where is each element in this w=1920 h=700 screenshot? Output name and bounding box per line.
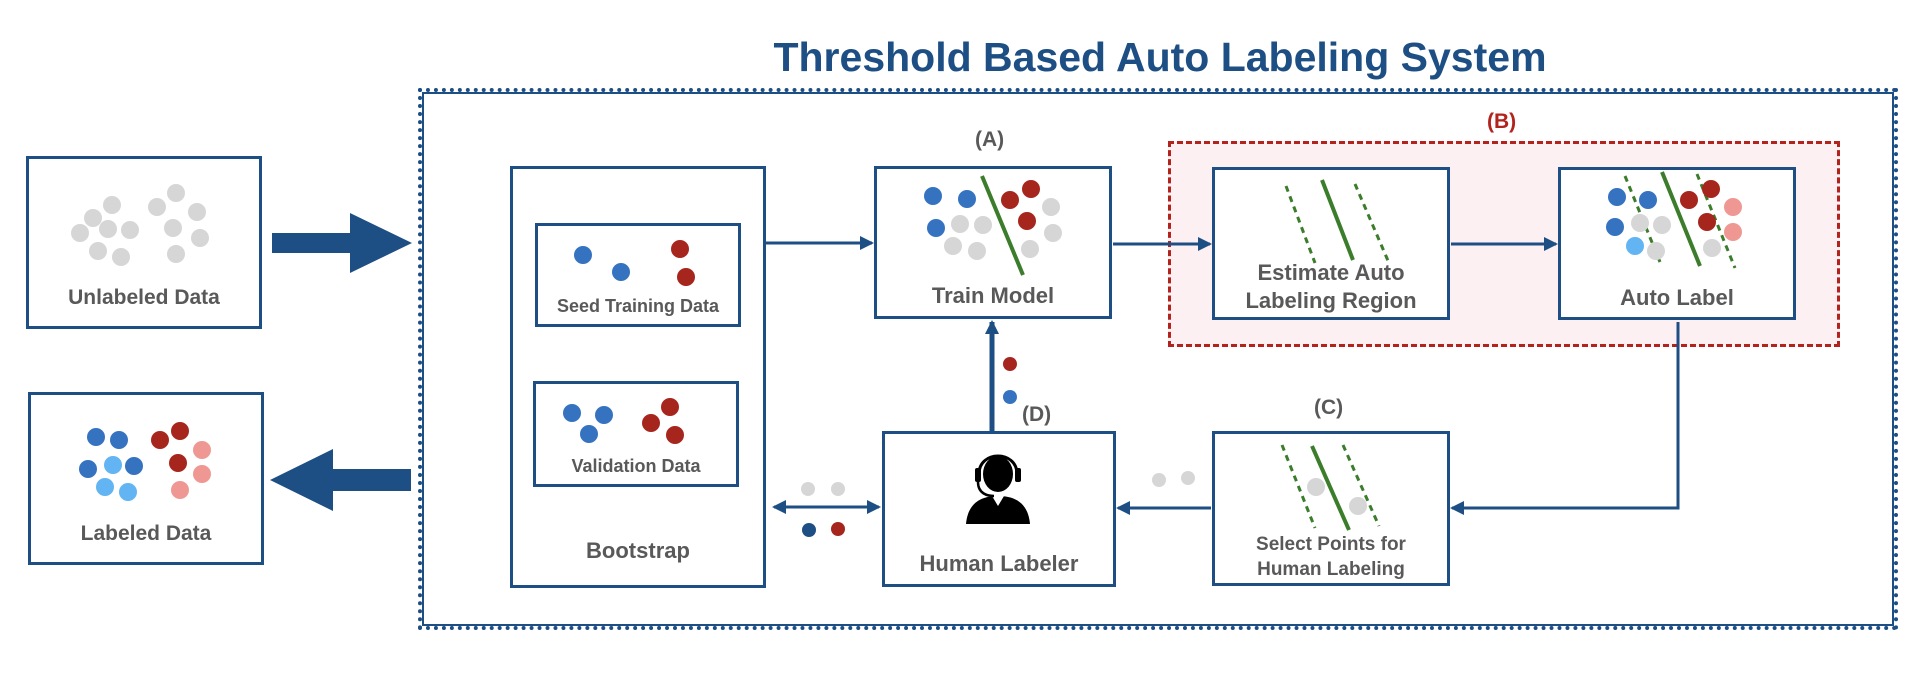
tag-a: (A) [975,128,1005,151]
diagram-title: Threshold Based Auto Labeling System [773,34,1547,80]
train-model-box: Train Model [874,166,1112,319]
auto-label-label: Auto Label [1620,285,1734,310]
validation-points [563,398,684,444]
auto-label-box: Auto Label [1558,167,1796,320]
bootstrap-label: Bootstrap [586,538,690,563]
tag-d: (D) [1022,403,1052,426]
estimate-region-box: Estimate Auto Labeling Region [1212,167,1450,320]
labeled-data-label: Labeled Data [80,522,212,545]
select-points-contents [1280,444,1381,531]
arrow-autolabel-to-select [1450,322,1680,515]
select-points-label-line2: Human Labeling [1257,559,1405,580]
query-points [1152,471,1195,487]
input-big-arrow [272,213,412,273]
seed-training-data-box: Seed Training Data [535,223,741,327]
output-big-arrow [270,449,411,511]
human-labeler-icon [966,454,1030,524]
system-frame [418,88,1898,630]
human-labeler-label: Human Labeler [919,551,1079,576]
labeled-data-box: Labeled Data [28,392,264,565]
labeled-points [79,422,211,501]
select-points-label-line1: Select Points for [1256,534,1406,555]
estimate-boundary-lines [1284,179,1391,264]
validation-data-box: Validation Data [533,381,739,487]
estimate-region-label-line1: Estimate Auto [1257,260,1405,285]
auto-label-points [1606,171,1742,269]
select-points-box: Select Points for Human Labeling [1212,431,1450,586]
tag-c: (C) [1314,396,1344,419]
unlabeled-data-box: Unlabeled Data [26,156,262,329]
train-model-label: Train Model [931,283,1055,308]
exchange-points [801,482,845,537]
labeled-query-points [1003,357,1017,404]
unlabeled-points [71,184,209,266]
unlabeled-data-label: Unlabeled Data [68,286,220,309]
seed-points [574,240,695,286]
estimate-region-label-line2: Labeling Region [1245,288,1417,313]
validation-data-label: Validation Data [571,456,701,476]
train-model-points [924,175,1062,276]
tag-b: (B) [1487,110,1517,133]
seed-training-data-label: Seed Training Data [556,296,720,316]
